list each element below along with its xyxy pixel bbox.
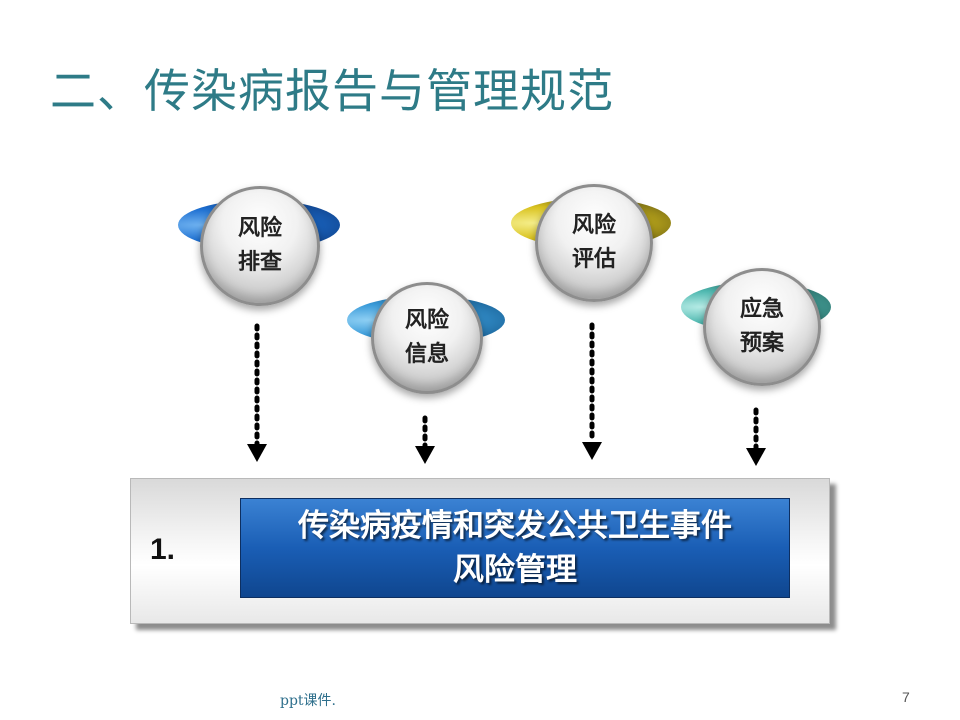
node-label-line2: 预案 xyxy=(739,331,784,356)
node-emergency-plan: 应急 预案 xyxy=(681,268,841,388)
node-label-line1: 风险 xyxy=(237,216,282,241)
node-risk-screening: 风险 排查 xyxy=(178,186,348,308)
node-risk-info: 风险 信息 xyxy=(347,282,517,394)
connector-3 xyxy=(582,322,602,460)
node-ball: 风险 评估 xyxy=(535,184,653,302)
band-title-line1: 传染病疫情和突发公共卫生事件 xyxy=(298,508,732,544)
node-label-line2: 信息 xyxy=(404,342,449,367)
node-label-line2: 排查 xyxy=(237,250,282,275)
band-number: 1. xyxy=(150,533,176,566)
node-label-line1: 应急 xyxy=(739,297,784,322)
band-title-box: 传染病疫情和突发公共卫生事件 风险管理 xyxy=(240,498,790,598)
footer-text: ppt课件. xyxy=(280,693,336,709)
node-risk-assessment: 风险 评估 xyxy=(511,184,681,304)
connector-4 xyxy=(746,407,766,466)
node-ball: 风险 信息 xyxy=(371,282,483,394)
connector-1 xyxy=(247,323,267,462)
node-label-line1: 风险 xyxy=(571,213,616,238)
node-label-line1: 风险 xyxy=(404,308,449,333)
node-ball: 应急 预案 xyxy=(703,268,821,386)
band-title-line2: 风险管理 xyxy=(453,552,577,588)
node-ball: 风险 排查 xyxy=(200,186,320,306)
node-label-line2: 评估 xyxy=(571,247,616,272)
slide-title: 二、传染病报告与管理规范 xyxy=(50,64,614,118)
connector-2 xyxy=(415,415,435,464)
page-number: 7 xyxy=(902,689,910,705)
